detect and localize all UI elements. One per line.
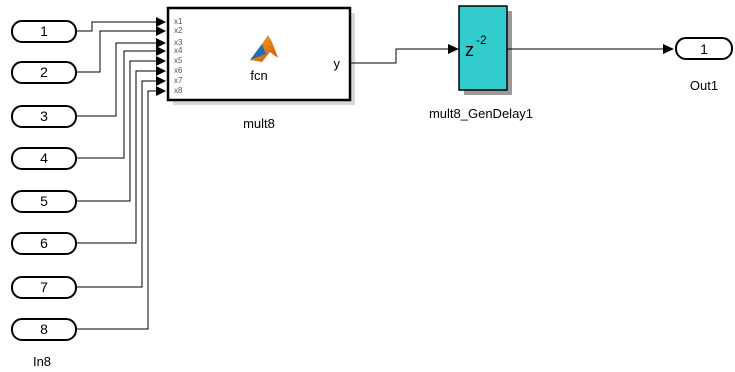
inport-7[interactable]: 7 xyxy=(11,276,77,299)
outport-number: 1 xyxy=(700,41,708,57)
inport-8[interactable]: 8 xyxy=(11,318,77,341)
matlab-logo-icon xyxy=(250,35,278,62)
inport-5[interactable]: 5 xyxy=(11,190,77,213)
pin-label: x3 xyxy=(174,38,183,47)
delay-block[interactable]: z -2 xyxy=(458,5,512,95)
outport-name: Out1 xyxy=(690,78,718,93)
signal-line-delay-to-out xyxy=(507,44,674,54)
function-label: fcn xyxy=(250,68,267,83)
inport-5-number: 5 xyxy=(40,193,48,209)
signal-line-fcn-to-delay xyxy=(350,44,459,64)
function-block-mult8[interactable]: x1 x2 x3 x4 x5 x6 x7 x8 fcn y xyxy=(166,6,355,105)
pin-label: x1 xyxy=(174,17,183,26)
function-block-name: mult8 xyxy=(243,116,275,131)
inport-2[interactable]: 2 xyxy=(11,61,77,84)
inport-2-number: 2 xyxy=(40,64,48,80)
inport-1-number: 1 xyxy=(40,23,48,39)
pin-label: x2 xyxy=(174,26,183,35)
delay-base: z xyxy=(465,40,474,60)
inport-4-number: 4 xyxy=(40,150,48,166)
function-output-label: y xyxy=(334,56,341,71)
delay-exponent: -2 xyxy=(476,33,487,47)
inport-1[interactable]: 1 xyxy=(11,20,77,43)
inport-8-number: 8 xyxy=(40,321,48,337)
pin-label: x8 xyxy=(174,86,183,95)
pin-label: x7 xyxy=(174,76,183,85)
pin-label: x5 xyxy=(174,56,183,65)
inport-3-number: 3 xyxy=(40,108,48,124)
inport-signal-lines xyxy=(76,21,156,330)
inport-8-name: In8 xyxy=(33,354,51,369)
inport-7-number: 7 xyxy=(40,279,48,295)
input-arrowheads xyxy=(156,17,166,96)
pin-label: x4 xyxy=(174,46,183,55)
outport-1[interactable]: 1 xyxy=(675,37,733,60)
pin-label: x6 xyxy=(174,66,183,75)
inport-3[interactable]: 3 xyxy=(11,105,77,128)
inport-6[interactable]: 6 xyxy=(11,232,77,255)
delay-block-name: mult8_GenDelay1 xyxy=(429,106,533,121)
input-pin-labels: x1 x2 x3 x4 x5 x6 x7 x8 xyxy=(174,17,183,95)
inport-6-number: 6 xyxy=(40,235,48,251)
inport-4[interactable]: 4 xyxy=(11,147,77,170)
